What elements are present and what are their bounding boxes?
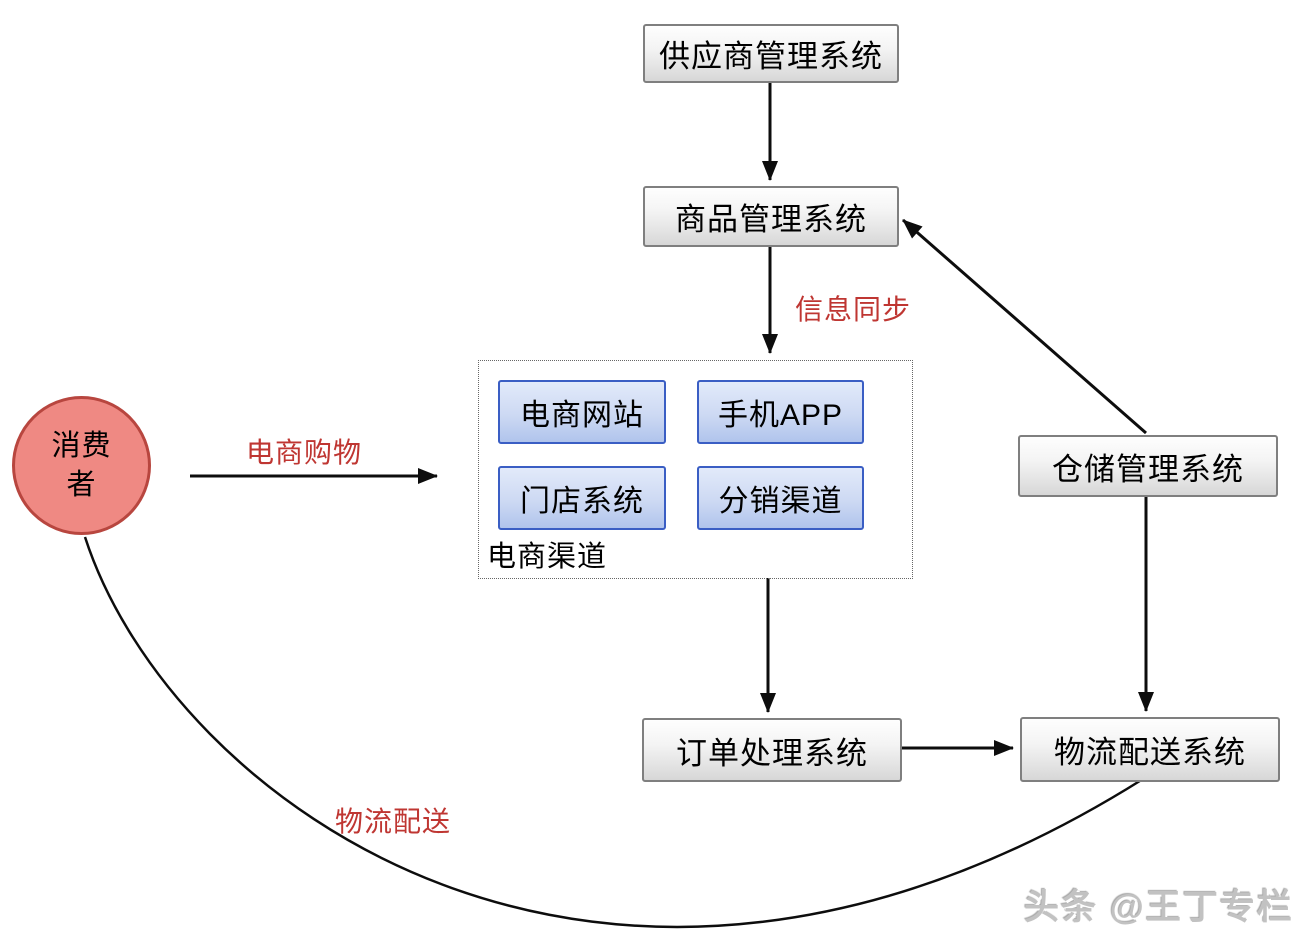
node-store-system: 门店系统 bbox=[498, 466, 666, 530]
node-label: 电商网站 bbox=[520, 399, 644, 432]
node-label: 商品管理系统 bbox=[675, 202, 867, 237]
node-ecommerce-website: 电商网站 bbox=[498, 380, 666, 444]
edge-label-logistics-delivery: 物流配送 bbox=[335, 806, 452, 837]
arrow-warehouse-to-product bbox=[902, 218, 1147, 435]
node-warehouse-management-system: 仓储管理系统 bbox=[1018, 435, 1278, 497]
node-order-processing-system: 订单处理系统 bbox=[642, 718, 902, 782]
ecommerce-channels-group-label: 电商渠道 bbox=[487, 541, 608, 573]
node-label: 门店系统 bbox=[520, 485, 644, 518]
edge-label-ecommerce-shopping: 电商购物 bbox=[246, 437, 363, 468]
node-consumer: 消费 者 bbox=[12, 396, 151, 535]
consumer-label-line2: 者 bbox=[66, 468, 97, 501]
node-logistics-delivery-system: 物流配送系统 bbox=[1020, 717, 1280, 782]
node-label: 物流配送系统 bbox=[1054, 735, 1246, 770]
node-label: 分销渠道 bbox=[718, 485, 843, 518]
node-label: 手机APP bbox=[717, 399, 844, 432]
node-label: 订单处理系统 bbox=[676, 735, 868, 771]
node-mobile-app: 手机APP bbox=[697, 380, 864, 444]
node-distribution-channel: 分销渠道 bbox=[697, 466, 864, 530]
node-label: 供应商管理系统 bbox=[659, 39, 883, 74]
node-product-management-system: 商品管理系统 bbox=[643, 186, 899, 247]
node-supplier-management-system: 供应商管理系统 bbox=[643, 24, 899, 83]
edge-label-info-sync: 信息同步 bbox=[795, 294, 912, 325]
node-label: 仓储管理系统 bbox=[1052, 451, 1244, 487]
watermark-toutiao-author: 头条 @王丁专栏 bbox=[1024, 888, 1292, 927]
group-ecommerce-channels bbox=[478, 360, 913, 579]
consumer-label-line1: 消费 bbox=[51, 430, 112, 463]
curve-logistics-to-consumer bbox=[83, 536, 1144, 929]
